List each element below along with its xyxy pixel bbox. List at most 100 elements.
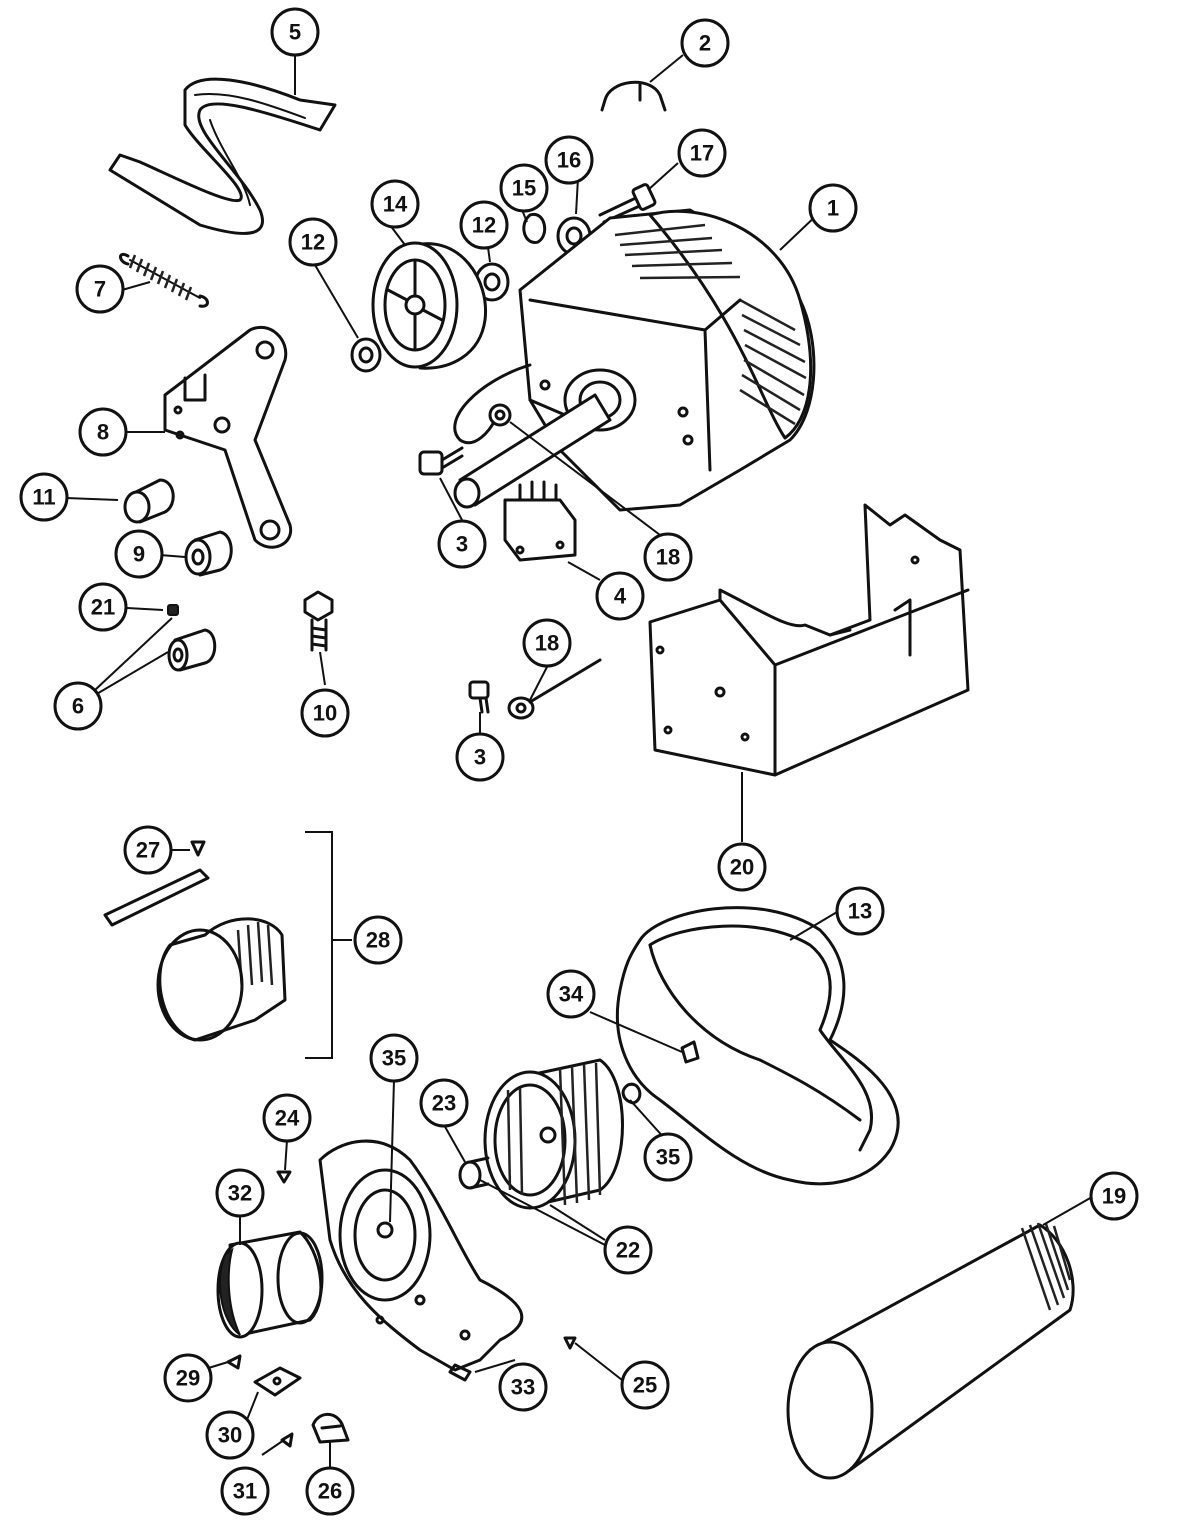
callout-11-label: 11 bbox=[32, 485, 55, 510]
part-28-cylinder bbox=[156, 917, 287, 1042]
callout-12a-label: 12 bbox=[472, 213, 496, 238]
callout-31: 31 bbox=[220, 1466, 270, 1516]
callout-33-label: 33 bbox=[511, 1375, 535, 1400]
callout-10: 10 bbox=[300, 688, 350, 738]
part-32-seal bbox=[216, 1230, 324, 1339]
callout-35b: 35 bbox=[643, 1132, 693, 1182]
callout-5: 5 bbox=[270, 7, 320, 57]
callout-11: 11 bbox=[19, 472, 69, 522]
callout-35a-label: 35 bbox=[382, 1046, 406, 1071]
part-33-blower-housing bbox=[318, 1139, 524, 1382]
part-29-screw bbox=[226, 1354, 242, 1370]
callout-3b-label: 3 bbox=[474, 745, 486, 770]
part-23-hub bbox=[458, 1156, 490, 1190]
part-31-screw bbox=[280, 1432, 294, 1448]
part-24-screw bbox=[276, 1170, 292, 1184]
callout-24: 24 bbox=[262, 1093, 312, 1143]
part-7-spring bbox=[119, 252, 209, 308]
callout-24-label: 24 bbox=[275, 1106, 300, 1131]
callout-2: 2 bbox=[680, 18, 730, 68]
callout-25: 25 bbox=[620, 1360, 670, 1410]
callout-26: 26 bbox=[305, 1466, 355, 1516]
callout-21: 21 bbox=[78, 582, 128, 632]
callout-28: 28 bbox=[353, 915, 403, 965]
callout-9: 9 bbox=[114, 529, 164, 579]
callout-4-label: 4 bbox=[614, 584, 627, 609]
callout-17-label: 17 bbox=[690, 141, 714, 166]
callout-1: 1 bbox=[808, 183, 858, 233]
callout-13: 13 bbox=[835, 886, 885, 936]
callout-30: 30 bbox=[205, 1410, 255, 1460]
part-11-bushing bbox=[123, 478, 175, 524]
callout-18a-label: 18 bbox=[656, 545, 680, 570]
callout-14: 14 bbox=[370, 179, 420, 229]
part-22-blower-wheel bbox=[483, 1058, 624, 1210]
callout-12b-label: 12 bbox=[301, 230, 325, 255]
callout-19: 19 bbox=[1089, 1171, 1139, 1221]
callout-10-label: 10 bbox=[313, 701, 337, 726]
part-12-washer-lower bbox=[350, 337, 382, 373]
callout-34: 34 bbox=[546, 969, 596, 1019]
callout-16-label: 16 bbox=[557, 148, 581, 173]
callout-32-label: 32 bbox=[228, 1181, 252, 1206]
callout-33: 33 bbox=[498, 1362, 548, 1412]
callout-3a: 3 bbox=[437, 519, 487, 569]
callout-31-label: 31 bbox=[233, 1479, 257, 1504]
part-27-screw bbox=[190, 840, 206, 857]
callout-14-label: 14 bbox=[383, 192, 408, 217]
part-3-screw-lower bbox=[468, 680, 490, 714]
part-4-switch bbox=[503, 480, 577, 562]
callout-8: 8 bbox=[78, 407, 128, 457]
callout-35b-label: 35 bbox=[656, 1145, 680, 1170]
part-2-clip bbox=[600, 80, 667, 112]
part-6-collar bbox=[167, 628, 217, 672]
part-14-pulley bbox=[371, 241, 488, 370]
part-28-clamp-bar bbox=[103, 868, 210, 927]
callout-18a: 18 bbox=[643, 532, 693, 582]
part-28-bracket bbox=[305, 831, 352, 1059]
callout-12a: 12 bbox=[459, 200, 509, 250]
part-19-drum bbox=[786, 1222, 1075, 1480]
callout-4: 4 bbox=[595, 571, 645, 621]
part-30-plate bbox=[253, 1366, 302, 1397]
callout-1-label: 1 bbox=[827, 196, 839, 221]
callout-19-label: 19 bbox=[1102, 1184, 1126, 1209]
callout-9-label: 9 bbox=[133, 542, 145, 567]
callout-15-label: 15 bbox=[512, 176, 536, 201]
callout-28-label: 28 bbox=[366, 928, 390, 953]
part-10-bolt bbox=[303, 590, 334, 652]
callout-21-label: 21 bbox=[91, 595, 115, 620]
part-25-screw bbox=[563, 1336, 577, 1350]
callout-12b: 12 bbox=[288, 217, 338, 267]
part-3-screw-upper bbox=[418, 446, 464, 476]
part-21-setscrew bbox=[167, 604, 179, 616]
callout-7-label: 7 bbox=[94, 277, 106, 302]
callout-34-label: 34 bbox=[559, 982, 584, 1007]
callout-22: 22 bbox=[603, 1225, 653, 1275]
callout-29-label: 29 bbox=[176, 1366, 200, 1391]
callout-25-label: 25 bbox=[633, 1373, 657, 1398]
callout-35a: 35 bbox=[369, 1033, 419, 1083]
callout-2-label: 2 bbox=[699, 31, 711, 56]
part-26-thermostat bbox=[311, 1412, 350, 1444]
callout-20-label: 20 bbox=[730, 855, 754, 880]
part-34-screw bbox=[680, 1040, 700, 1064]
callout-16: 16 bbox=[544, 135, 594, 185]
part-15-ring bbox=[522, 212, 547, 244]
callout-27-label: 27 bbox=[136, 838, 160, 863]
part-18-terminal-lower bbox=[507, 658, 602, 720]
callout-3b: 3 bbox=[455, 732, 505, 782]
callout-23: 23 bbox=[419, 1078, 469, 1128]
callout-3a-label: 3 bbox=[456, 532, 468, 557]
callout-17: 17 bbox=[677, 128, 727, 178]
callout-30-label: 30 bbox=[218, 1423, 242, 1448]
callout-27: 27 bbox=[123, 825, 173, 875]
callout-20: 20 bbox=[717, 842, 767, 892]
callout-13-label: 13 bbox=[848, 899, 872, 924]
callout-7: 7 bbox=[75, 264, 125, 314]
callout-6: 6 bbox=[53, 681, 103, 731]
part-1-motor bbox=[453, 208, 816, 512]
callout-8-label: 8 bbox=[97, 420, 109, 445]
callout-32: 32 bbox=[215, 1168, 265, 1218]
